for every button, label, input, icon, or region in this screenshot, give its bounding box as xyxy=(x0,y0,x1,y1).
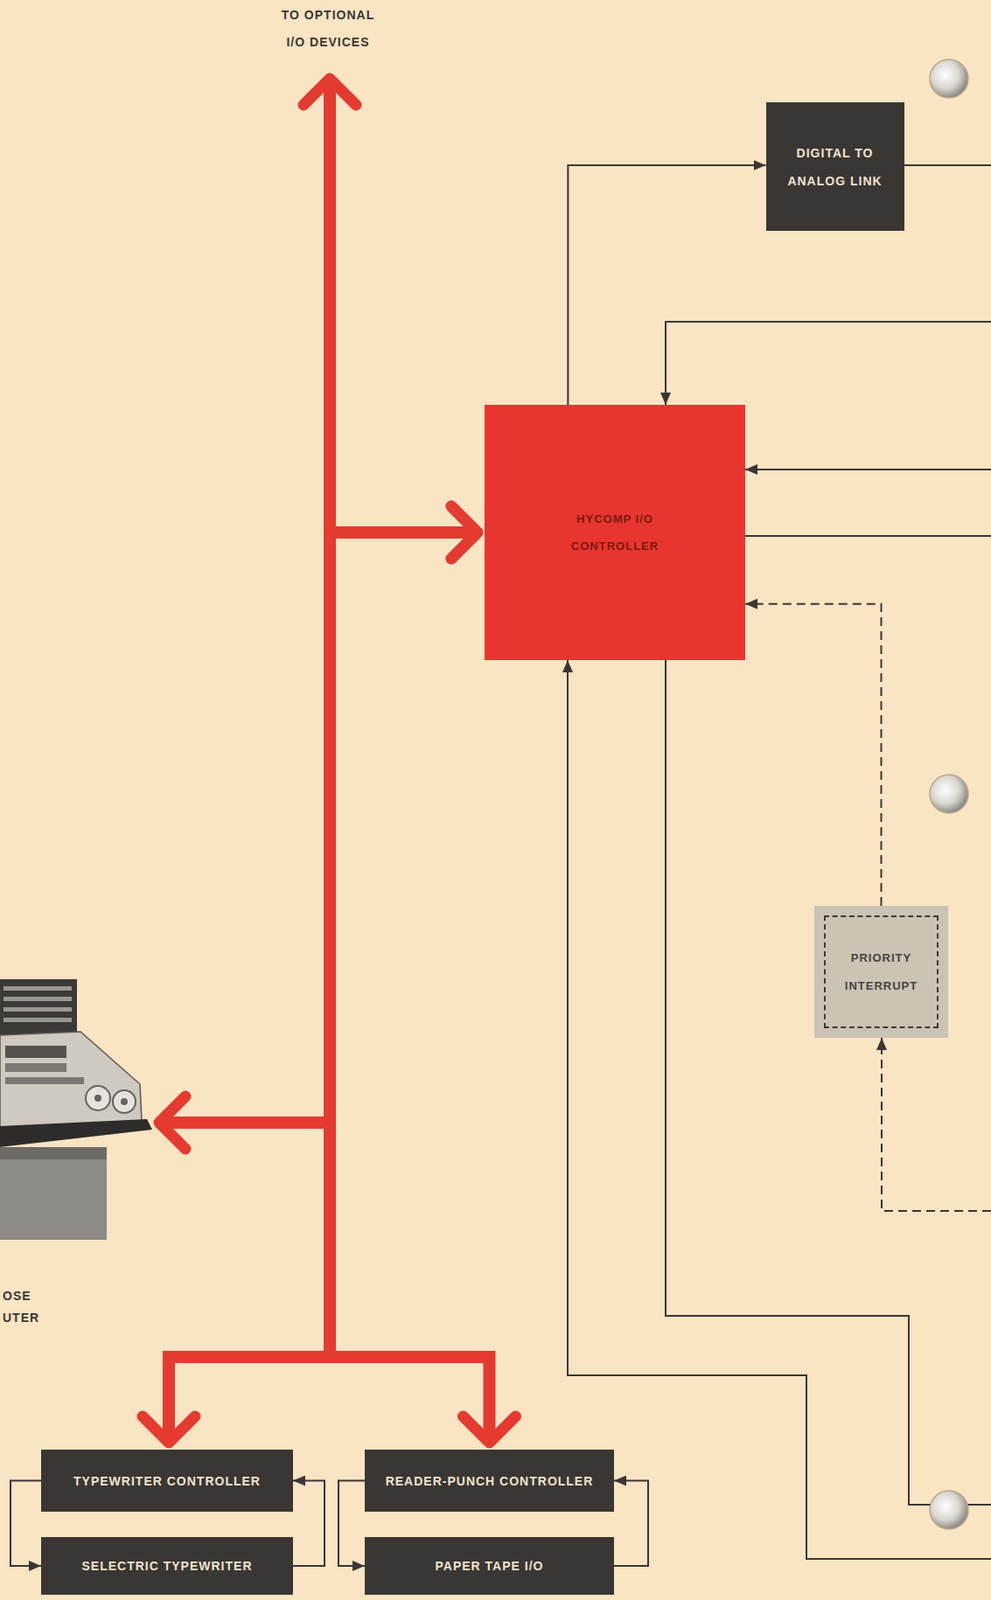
dashed-frame xyxy=(823,915,939,1029)
interrupt-wire xyxy=(881,1038,991,1212)
computer-base-shadow xyxy=(0,1147,107,1160)
connector xyxy=(10,1481,42,1568)
computer-rack xyxy=(0,979,77,1036)
box-text: TYPEWRITER CONTROLLER xyxy=(73,1472,261,1491)
computer-panel xyxy=(5,1046,67,1059)
device-box: PAPER TAPE I/O xyxy=(364,1537,615,1596)
box-text: PRIORITY INTERRUPT xyxy=(844,944,918,1001)
signal-wire xyxy=(567,660,991,1560)
connector xyxy=(745,604,882,907)
signal-wire xyxy=(665,321,991,405)
connector xyxy=(338,1481,365,1568)
connector xyxy=(567,165,766,405)
computer-label: OSE xyxy=(2,1287,56,1306)
controller-box: READER-PUNCH CONTROLLER xyxy=(364,1450,615,1513)
connector xyxy=(614,1481,649,1568)
computer-base xyxy=(0,1147,107,1241)
computer-panel-row xyxy=(3,1007,72,1012)
connector xyxy=(293,1481,325,1568)
binder-hole xyxy=(929,59,969,98)
link-box: DIGITAL TO ANALOG LINK xyxy=(766,102,905,231)
tape-reel xyxy=(85,1086,111,1111)
computer-panel xyxy=(5,1077,84,1085)
device-box: SELECTRIC TYPEWRITER xyxy=(41,1537,294,1596)
box-text: HYCOMP I/O CONTROLLER xyxy=(571,505,659,560)
io-bus xyxy=(159,1116,330,1130)
computer-desk xyxy=(0,1119,153,1148)
binder-hole xyxy=(929,1491,969,1530)
bus-connector xyxy=(329,532,490,1444)
signal-wire xyxy=(665,660,991,1506)
binder-hole xyxy=(929,774,969,814)
computer-console xyxy=(0,1032,142,1129)
computer-panel-row xyxy=(3,986,72,991)
controller-box: HYCOMP I/O CONTROLLER xyxy=(484,404,746,661)
computer-label: UTER xyxy=(2,1309,56,1327)
signal-wire xyxy=(900,164,991,167)
tape-reel-hub xyxy=(94,1095,102,1103)
bus-connector xyxy=(168,532,478,1444)
interrupt-box: PRIORITY INTERRUPT xyxy=(814,906,949,1039)
bus-label: TO OPTIONAL I/O DEVICES xyxy=(271,1,385,56)
computer-panel xyxy=(5,1063,67,1073)
io-bus xyxy=(323,78,336,533)
signal-wire xyxy=(745,468,991,471)
controller-box: TYPEWRITER CONTROLLER xyxy=(41,1450,294,1513)
tape-reel xyxy=(112,1090,136,1114)
signal-wire xyxy=(745,535,991,538)
computer-panel-row xyxy=(3,997,72,1002)
computer-panel-row xyxy=(3,1018,72,1023)
tape-reel-hub xyxy=(120,1098,128,1106)
box-text: READER-PUNCH CONTROLLER xyxy=(385,1472,594,1491)
box-text: DIGITAL TO ANALOG LINK xyxy=(783,139,887,196)
box-text: PAPER TAPE I/O xyxy=(435,1557,545,1576)
box-text: SELECTRIC TYPEWRITER xyxy=(81,1557,252,1576)
